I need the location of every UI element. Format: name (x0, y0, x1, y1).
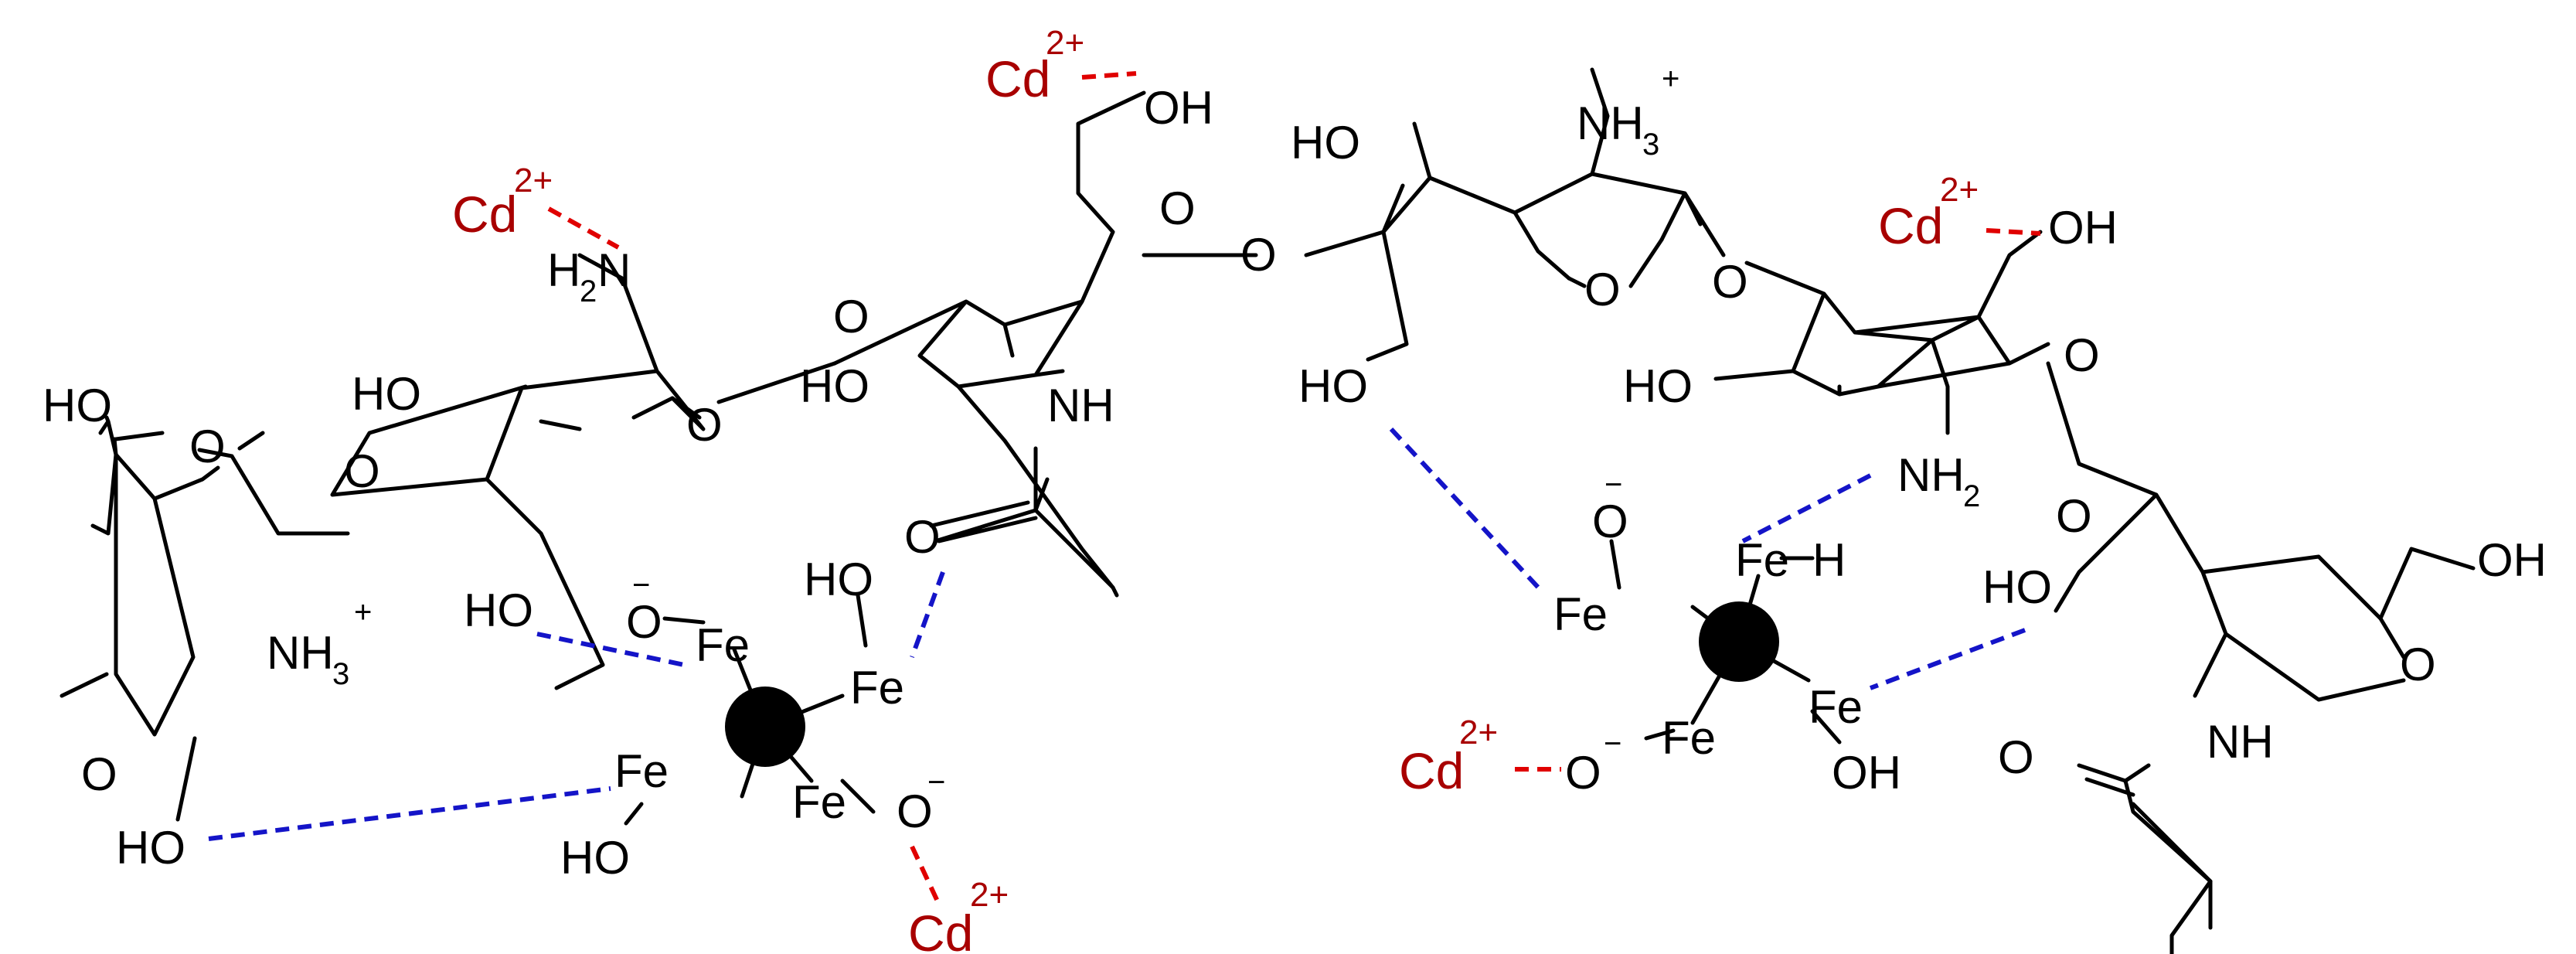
hbond-ho-ring3-to-fe (1389, 427, 1544, 594)
cadmium-coordination-bonds (547, 71, 2041, 906)
label-fe-left-4: Fe (792, 776, 846, 828)
label-fe-right-4: Fe (1662, 712, 1716, 764)
label-o-ring2-link: O (833, 291, 869, 342)
label-o-ring6: O (2400, 639, 2436, 690)
label-fe-right-1: Fe (1553, 588, 1608, 640)
label-nh2-ring5: NH (1897, 449, 1965, 501)
label-o-ring1: O (189, 421, 226, 472)
cd-bond-top-center (1081, 71, 1137, 80)
label-o-ring6-carbonyl: O (1998, 731, 2034, 783)
label-oh-ring5: OH (2048, 202, 2118, 254)
label-nh3-ring1-sup: + (354, 595, 372, 629)
ring-4-oxygen-bonds (1567, 237, 1664, 288)
label-ho-ring2: HO (352, 368, 421, 420)
ring-3-bonds (832, 90, 1146, 598)
label-o-minus-right-1: O (1592, 496, 1628, 547)
label-ho-ring5: HO (1623, 360, 1693, 412)
label-cd-bottom-right-charge: 2+ (1459, 714, 1498, 751)
ring-1-oxygen-bonds (90, 431, 234, 536)
label-minus-right-2: − (1604, 727, 1621, 761)
fe-nanoparticle-right (1699, 601, 1779, 682)
label-ho-ring1-bottom: HO (116, 822, 185, 874)
label-ho-left-bottom: HO (560, 832, 630, 884)
label-oh-ring6-top: OH (2477, 534, 2547, 586)
label-o-ring1-bottom: O (81, 748, 117, 800)
atom-labels: HO O O NH 3 + O HO Cd 2+ H 2 N HO O O HO… (43, 24, 2547, 954)
hbond-ho-ring6-to-fe (1869, 628, 2026, 690)
label-o-ring5: O (2064, 329, 2100, 381)
label-minus-right-1: − (1604, 468, 1622, 502)
label-nh-ring6: NH (2207, 716, 2274, 768)
label-h-right: H (1812, 534, 1846, 586)
label-o-ring1-link: O (344, 445, 380, 497)
ring-5-inner (1876, 338, 1935, 389)
hbond-carbonyl-to-fe (910, 571, 945, 659)
label-fe-left-2: Fe (850, 662, 904, 714)
label-o-minus-right-2: O (1565, 747, 1601, 799)
label-cd-right: Cd (1878, 197, 1943, 254)
hbond-ho-ring2-to-fe (536, 632, 685, 667)
ring-2-oxygen-bonds (539, 396, 675, 431)
ring-5-bonds (1713, 230, 2050, 435)
ring-4-bonds (1366, 67, 1726, 362)
hydrogen-bonds (208, 427, 2026, 841)
label-h2n-n: N (597, 244, 631, 296)
label-h2n-h: H (547, 244, 580, 296)
ring-6-bonds (2046, 361, 2476, 954)
label-minus-left-2: − (927, 765, 945, 799)
chitosan-backbone-bonds (60, 67, 2476, 954)
label-o-ring4-link: O (1712, 256, 1748, 308)
label-o-minus-left-2: O (897, 785, 933, 837)
label-cd-bottom-center: Cd (908, 905, 973, 954)
label-o-minus-left-1: O (626, 596, 662, 648)
label-fe-right-3: Fe (1809, 681, 1863, 733)
label-o-ring3: O (1159, 182, 1196, 234)
ring-3-glycosidic (1142, 183, 1405, 257)
label-nh2-ring5-sub: 2 (1963, 479, 1980, 513)
label-oh-right-bottom: OH (1832, 747, 1901, 799)
label-fe-left-1: Fe (696, 619, 750, 671)
label-o-glycosidic-center: O (1240, 229, 1277, 281)
ring-1-ch2oh (98, 415, 118, 457)
ring-6-carbonyl (2077, 763, 2213, 930)
cd-bond-right (1986, 228, 2041, 236)
label-fe-left-3: Fe (614, 745, 669, 797)
ring-2-bonds (330, 253, 837, 690)
label-o-ring4: O (1584, 264, 1621, 315)
label-ho-ring1-top: HO (43, 380, 112, 431)
label-nh-ring3: NH (1047, 380, 1114, 431)
label-cd-top-center: Cd (985, 50, 1050, 107)
cd-bond-bottom-center (910, 845, 941, 906)
ring-2-acetamide (929, 446, 1115, 590)
fe-nanoparticle-left (725, 687, 805, 767)
label-minus-left-1: − (632, 568, 650, 602)
label-nh3-ring1-sub: 3 (332, 657, 349, 691)
label-nh3-ring1: NH (267, 627, 334, 679)
label-cd-bottom-right: Cd (1399, 742, 1464, 799)
label-fe-right-2: Fe (1735, 534, 1789, 586)
label-cd-bottom-center-charge: 2+ (970, 876, 1009, 914)
label-cd-top-left: Cd (452, 186, 517, 243)
label-o-ring2: O (686, 399, 723, 451)
label-cd-right-charge: 2+ (1940, 171, 1979, 209)
label-ho-ring4-top: HO (1291, 117, 1360, 169)
label-ho-left-fe: HO (804, 554, 873, 605)
label-nh3-ring4: NH (1577, 97, 1644, 149)
label-cd-top-left-charge: 2+ (514, 162, 553, 199)
hbond-nh2-to-fe-h (1741, 473, 1872, 543)
label-cd-top-center-charge: 2+ (1046, 24, 1084, 62)
label-nh3-ring4-sup: + (1662, 62, 1679, 96)
label-nh3-ring4-sub: 3 (1642, 128, 1659, 162)
hbond-ho-ring1-to-fe (208, 786, 611, 841)
label-o-ring3-carbonyl: O (904, 511, 941, 563)
label-oh-ring3: OH (1144, 82, 1213, 134)
label-h2n-sub: 2 (580, 274, 597, 308)
label-ho-ring2-bottom: HO (464, 584, 533, 636)
cd-bond-top-left (547, 206, 620, 250)
label-ho-ring6: HO (1982, 561, 2052, 613)
label-ho-ring4-bottom: HO (1298, 360, 1368, 412)
label-o-ring5-link: O (2056, 490, 2092, 542)
label-ho-ring3: HO (800, 360, 869, 412)
